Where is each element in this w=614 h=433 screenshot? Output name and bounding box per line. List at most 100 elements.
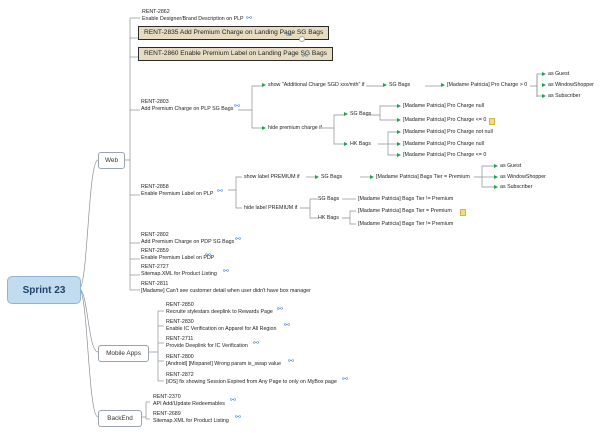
condition-tier-ne-1[interactable]: [Madame Patricia] Bags Tier != Premium: [358, 196, 453, 203]
flag-icon: [344, 111, 348, 116]
link-icon[interactable]: ⚯: [342, 376, 348, 383]
task-rent-2800[interactable]: RENT-2800 [Android] [Mixpanel] Wrong par…: [166, 354, 281, 367]
collapse-toggle[interactable]: [299, 36, 305, 42]
task-id: RENT-2811: [141, 281, 169, 287]
condition-tier-premium[interactable]: [Madame Patricia] Bags Tier = Premium: [370, 174, 470, 181]
task-id: RENT-2689: [153, 411, 181, 417]
link-icon[interactable]: ⚯: [284, 322, 290, 329]
condition-sg-bags-2[interactable]: SG Bags: [344, 111, 371, 118]
task-rent-2711[interactable]: RENT-2711 Provide Deeplink for IC Verifi…: [166, 336, 248, 349]
condition-pro-null-2[interactable]: [Madame Patricia] Pro Charge null: [397, 141, 484, 148]
condition-hide-premium-charge[interactable]: hide premium charge if: [262, 125, 322, 132]
role-as-guest[interactable]: as Guest: [542, 71, 569, 78]
condition-sg-bags-4[interactable]: SG Bags: [318, 196, 339, 203]
condition-label: show "Additional Charge SGD xxx/mth" if: [268, 82, 365, 88]
task-title: Add Premium Charge on PLP SG Bags: [141, 105, 234, 112]
task-rent-2727[interactable]: RENT-2727 Sitemap.XML for Product Listin…: [141, 264, 217, 277]
task-id: RENT-2370: [153, 394, 181, 400]
branch-mobile-apps[interactable]: Mobile Apps: [98, 345, 149, 362]
task-id: RENT-2862: [142, 9, 170, 15]
condition-hk-bags[interactable]: HK Bags: [344, 141, 371, 148]
condition-label: [Madame Patricia] Pro Charge <= 0: [403, 152, 487, 158]
task-title: Enable Premium Label on PLP: [141, 190, 214, 197]
link-icon[interactable]: ⚯: [288, 358, 294, 365]
flag-icon: [494, 184, 498, 189]
task-rent-2830[interactable]: RENT-2830 Enable IC Verification on Appa…: [166, 319, 276, 332]
task-rent-2835[interactable]: RENT-2835 Add Premium Charge on Landing …: [138, 26, 330, 40]
condition-hk-bags-2[interactable]: HK Bags: [318, 215, 339, 222]
task-rent-2860[interactable]: RENT-2860 Enable Premium Label on Landin…: [138, 47, 333, 61]
condition-pro-le0-1[interactable]: [Madame Patricia] Pro Charge <= 0: [397, 117, 486, 124]
condition-label: [Madame Patricia] Bags Tier = Premium: [376, 174, 470, 180]
condition-label: [Madame Patricia] Bags Tier != Premium: [358, 196, 454, 202]
condition-pro-notnull[interactable]: [Madame Patricia] Pro Charge not null: [397, 129, 493, 136]
condition-show-label[interactable]: show label PREMIUM if: [244, 174, 300, 181]
flag-icon: [397, 152, 401, 157]
condition-pro-charge-gt0[interactable]: [Madame Patricia] Pro Charge > 0: [441, 82, 527, 89]
root-node-sprint[interactable]: Sprint 23: [7, 276, 81, 304]
task-id: RENT-2803: [141, 99, 169, 105]
role-as-subscriber[interactable]: as Subscriber: [542, 93, 580, 100]
link-icon[interactable]: ⚯: [223, 268, 229, 275]
flag-icon: [383, 82, 387, 87]
link-icon[interactable]: ⚯: [235, 236, 241, 243]
link-icon[interactable]: ⚯: [205, 252, 211, 259]
link-icon[interactable]: ⚯: [286, 32, 292, 39]
link-icon[interactable]: ⚯: [302, 53, 308, 60]
condition-pro-null-1[interactable]: [Madame Patricia] Pro Charge null: [397, 103, 484, 110]
task-rent-2872[interactable]: RENT-2872 [iOS] fix showing Session Expi…: [166, 372, 337, 385]
task-title: Recruite stylestars deeplink to Rewards …: [166, 308, 273, 315]
flag-icon: [262, 82, 266, 87]
task-rent-2850[interactable]: RENT-2850 Recruite stylestars deeplink t…: [166, 302, 273, 315]
task-rent-2858[interactable]: RENT-2858 Enable Premium Label on PLP: [141, 184, 213, 197]
condition-sg-bags[interactable]: SG Bags: [383, 82, 410, 89]
task-rent-2370[interactable]: RENT-2370 API Add/Update Redeemables: [153, 394, 225, 407]
task-id: RENT-2835: [144, 29, 179, 36]
link-icon[interactable]: ⚯: [234, 103, 240, 110]
branch-backend[interactable]: BackEnd: [98, 410, 142, 427]
role-as-windowshopper-2[interactable]: as WindowShopper: [494, 174, 546, 181]
task-id: RENT-2802: [141, 232, 169, 238]
role-label: as Guest: [500, 163, 522, 169]
task-rent-2689[interactable]: RENT-2689 Sitemap.XML for Product Listin…: [153, 411, 229, 424]
task-title: [iOS] fix showing Session Expired from A…: [166, 378, 337, 385]
condition-show-charge[interactable]: show "Additional Charge SGD xxx/mth" if: [262, 82, 365, 89]
task-rent-2803[interactable]: RENT-2803 Add Premium Charge on PLP SG B…: [141, 99, 233, 112]
note-icon[interactable]: [489, 118, 495, 125]
flag-icon: [262, 125, 266, 130]
role-as-windowshopper[interactable]: as WindowShopper: [542, 82, 594, 89]
link-icon[interactable]: ⚯: [217, 188, 223, 195]
link-icon[interactable]: ⚯: [253, 340, 259, 347]
condition-label: SG Bags: [350, 111, 372, 117]
note-icon[interactable]: [460, 209, 466, 216]
task-id: RENT-2830: [166, 319, 194, 325]
link-icon[interactable]: ⚯: [235, 414, 241, 421]
link-icon[interactable]: ⚯: [277, 306, 283, 313]
branch-web[interactable]: Web: [98, 152, 125, 169]
link-icon[interactable]: ⚯: [246, 15, 252, 22]
branch-web-label: Web: [104, 157, 119, 164]
condition-hide-label[interactable]: hide label PREMIUM if: [244, 205, 297, 212]
task-rent-2859[interactable]: RENT-2859 Enable Premium Label on PDP: [141, 248, 214, 261]
condition-sg-bags-3[interactable]: SG Bags: [315, 174, 342, 181]
branch-backend-label: BackEnd: [107, 415, 133, 422]
flag-icon: [494, 174, 498, 179]
task-id: RENT-2727: [141, 264, 169, 270]
role-as-guest-2[interactable]: as Guest: [494, 163, 521, 170]
task-id: RENT-2860: [144, 50, 179, 57]
task-rent-2862[interactable]: RENT-2862 Enable Designer/Brand Descript…: [142, 9, 244, 22]
task-title: Enable Premium Label on Landing Page SG …: [180, 50, 327, 57]
role-as-subscriber-2[interactable]: as Subscriber: [494, 184, 532, 191]
condition-tier-eq-2[interactable]: [Madame Patricia] Bags Tier = Premium: [358, 208, 452, 215]
task-title: Enable Premium Label on PDP: [141, 254, 215, 261]
task-rent-2811[interactable]: RENT-2811 [Madame] Can't see customer de…: [141, 281, 311, 294]
flag-icon: [397, 129, 401, 134]
condition-tier-ne-2[interactable]: [Madame Patricia] Bags Tier != Premium: [358, 221, 453, 228]
condition-label: [Madame Patricia] Bags Tier != Premium: [358, 221, 454, 227]
task-title: [Android] [Mixpanel] Wrong param is_swap…: [166, 360, 282, 367]
task-rent-2802[interactable]: RENT-2802 Add Premium Charge on PDP SG B…: [141, 232, 234, 245]
link-icon[interactable]: ⚯: [230, 397, 236, 404]
condition-label: HK Bags: [318, 215, 339, 221]
condition-pro-le0-2[interactable]: [Madame Patricia] Pro Charge <= 0: [397, 152, 486, 159]
task-title: Add Premium Charge on Landing Page SG Ba…: [179, 29, 324, 36]
